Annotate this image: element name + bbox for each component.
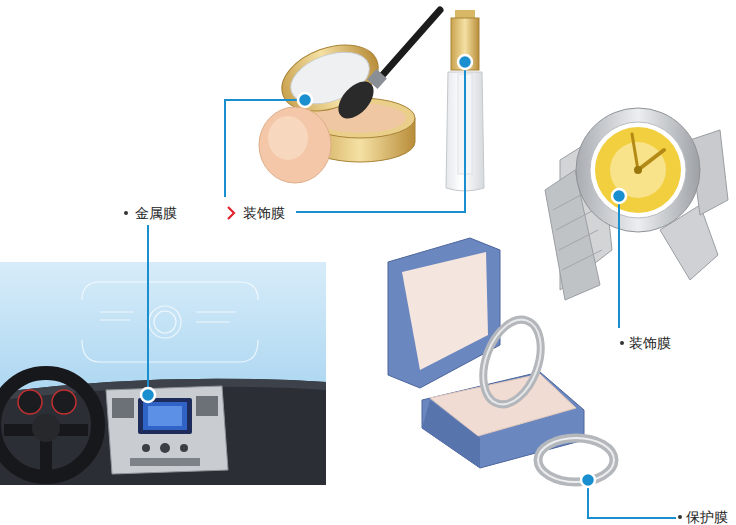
leader-lines [148,62,676,518]
car-dashboard [0,262,326,485]
leader-dots [141,55,626,487]
callout-label: 保护膜 [685,508,729,525]
wrist-watch [545,108,728,300]
ring-box [388,238,584,468]
cosmetic-compact [259,33,415,183]
makeup-brush [332,10,440,125]
callout-label: 装饰膜 [628,334,672,352]
red-chevron [228,207,234,219]
callout-label: 装饰膜 [242,204,286,222]
bullet-dots [124,211,682,519]
callout-label: 金属膜 [134,204,178,222]
ring [538,438,614,482]
